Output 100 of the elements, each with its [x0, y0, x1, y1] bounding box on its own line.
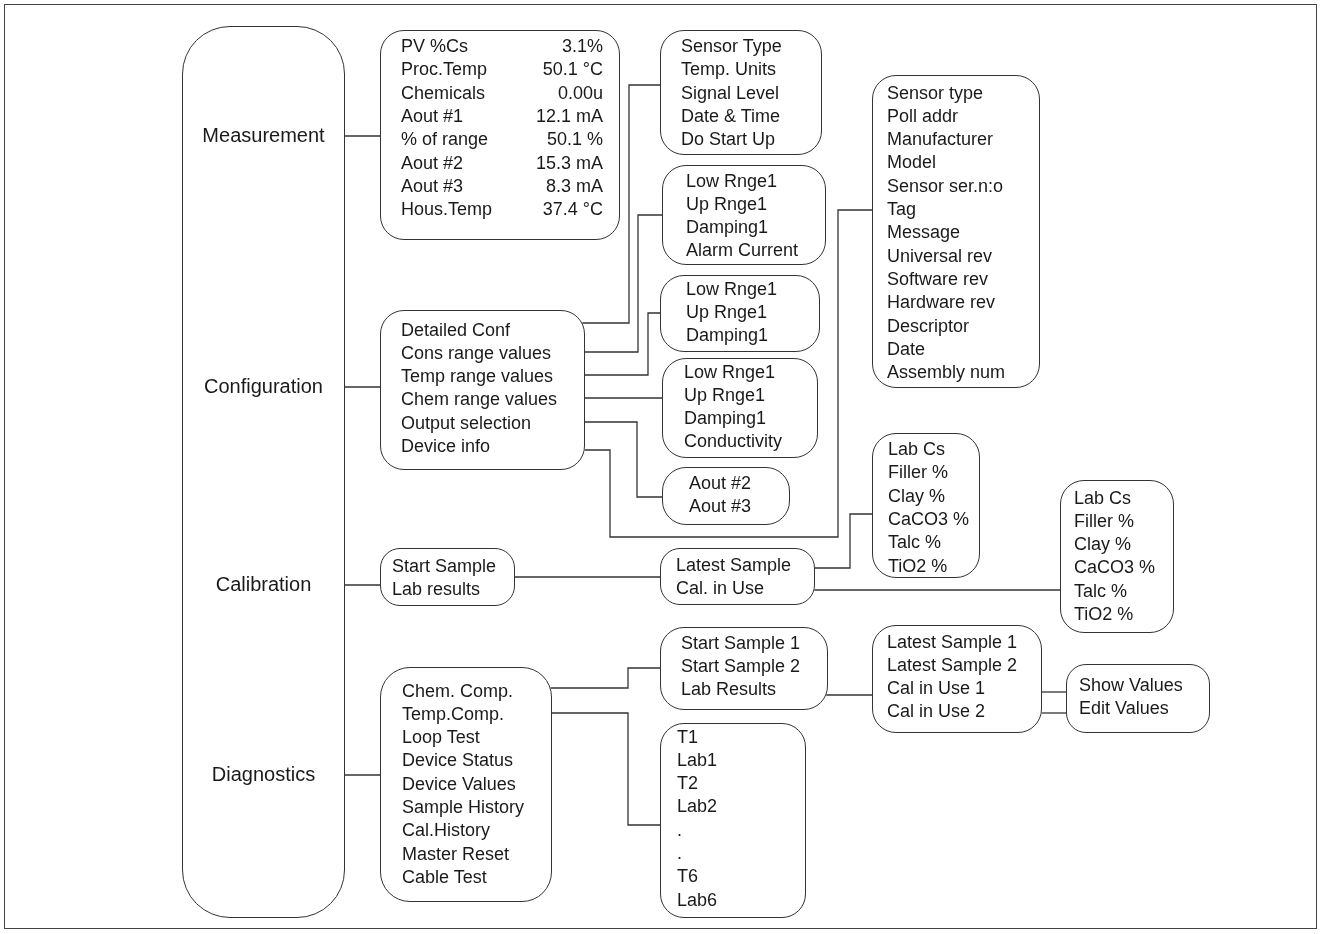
connector-line [1041, 712, 1067, 714]
connector-line [581, 84, 661, 324]
menu-item: Device Values [402, 772, 516, 796]
menu-box [380, 548, 515, 606]
menu-box [380, 310, 585, 470]
menu-item: Filler % [888, 461, 948, 485]
menu-item: Temp range values [401, 365, 554, 389]
menu-item: Conductivity [684, 430, 783, 454]
menu-item: Do Start Up [681, 128, 776, 152]
menu-box [660, 627, 828, 710]
menu-item: Latest Sample 1 [887, 630, 1018, 654]
menu-item: . [677, 842, 682, 865]
menu-item: Cons range values [401, 341, 552, 365]
menu-item: Assembly num [887, 361, 1006, 385]
connector-line [814, 513, 873, 569]
menu-item: Detailed Conf [401, 318, 511, 342]
menu-item: Lab Cs [888, 438, 946, 461]
menu-box [662, 165, 826, 265]
menu-item: Cal. in Use [676, 576, 765, 600]
menu-item: Tag [887, 198, 917, 221]
connector-line [344, 774, 381, 776]
menu-item: Aout #2 [689, 472, 752, 495]
connector-line [549, 667, 661, 689]
connector-line [825, 694, 873, 696]
reading-label: Aout #2 [401, 151, 464, 175]
menu-item: Sensor Type [681, 35, 782, 58]
menu-item: Lab1 [677, 748, 718, 772]
connector-line [584, 214, 663, 353]
menu-item: Temp.Comp. [402, 702, 505, 726]
menu-item: Cable Test [402, 865, 487, 889]
menu-item: Date & Time [681, 104, 781, 128]
menu-item: Temp. Units [681, 58, 777, 82]
connector-line [344, 386, 381, 388]
menu-box [660, 548, 815, 605]
reading-label: Hous.Temp [401, 198, 493, 222]
reading-value: 3.1% [561, 35, 603, 58]
menu-item: Latest Sample [676, 553, 792, 577]
reading-value: 37.4 °C [542, 198, 603, 222]
menu-item: Start Sample 2 [681, 654, 801, 678]
menu-heading: Measurement [201, 124, 326, 148]
menu-item: Alarm Current [686, 239, 799, 263]
menu-item: Device info [401, 435, 491, 458]
menu-item: Start Sample 1 [681, 631, 801, 655]
menu-item: Cal.History [402, 819, 490, 843]
menu-item: CaCO3 % [888, 507, 970, 531]
menu-item: T1 [677, 725, 698, 749]
menu-item: Latest Sample 2 [887, 653, 1018, 677]
menu-heading: Configuration [203, 375, 324, 399]
menu-item: Damping1 [684, 407, 767, 431]
menu-box [660, 30, 822, 155]
menu-item: Edit Values [1079, 696, 1169, 720]
reading-value: 12.1 mA [535, 104, 603, 128]
menu-column-box [182, 26, 345, 918]
menu-item: Model [887, 151, 937, 175]
menu-item: Lab results [392, 577, 481, 601]
menu-item: T6 [677, 865, 698, 889]
menu-item: CaCO3 % [1074, 556, 1156, 580]
reading-label: % of range [401, 128, 489, 152]
menu-item: Chem range values [401, 388, 558, 412]
menu-item: Low Rnge1 [684, 360, 776, 384]
menu-item: . [677, 818, 682, 842]
reading-value: 15.3 mA [535, 151, 603, 175]
menu-item: Talc % [888, 531, 941, 555]
reading-label: PV %Cs [401, 35, 469, 58]
connector-line [344, 135, 381, 137]
menu-item: Universal rev [887, 244, 993, 268]
reading-label: Proc.Temp [401, 58, 488, 82]
reading-label: Chemicals [401, 81, 486, 105]
menu-heading: Diagnostics [210, 763, 317, 787]
menu-item: Talc % [1074, 579, 1127, 603]
menu-item: Date [887, 337, 926, 361]
menu-item: Damping1 [686, 216, 769, 240]
menu-box [662, 358, 818, 458]
menu-item: Lab Results [681, 678, 777, 702]
menu-item: Filler % [1074, 509, 1134, 533]
menu-item: Descriptor [887, 314, 970, 338]
menu-item: Chem. Comp. [402, 679, 514, 703]
menu-box [872, 433, 980, 578]
menu-item: Up Rnge1 [684, 383, 766, 407]
menu-item: Device Status [402, 749, 514, 773]
menu-item: Cal in Use 1 [887, 677, 986, 701]
menu-item: Damping1 [686, 324, 769, 348]
menu-item: Poll addr [887, 104, 959, 128]
reading-value: 8.3 mA [545, 174, 603, 198]
connector-line [813, 589, 1061, 591]
reading-value: 50.1 % [546, 128, 603, 152]
menu-item: Clay % [1074, 533, 1131, 557]
menu-item: Hardware rev [887, 291, 996, 315]
menu-box [662, 467, 790, 525]
menu-item: Master Reset [402, 842, 510, 866]
menu-item: Sensor ser.n:o [887, 174, 1004, 198]
menu-item: Clay % [888, 484, 945, 508]
menu-item: Sensor type [887, 81, 984, 105]
menu-item: Show Values [1079, 673, 1183, 697]
menu-item: TiO2 % [888, 554, 948, 578]
menu-item: Aout #3 [689, 495, 752, 519]
menu-box [1066, 664, 1210, 733]
connector-line [584, 421, 663, 498]
menu-item: Output selection [401, 411, 532, 435]
menu-item: Software rev [887, 267, 989, 291]
